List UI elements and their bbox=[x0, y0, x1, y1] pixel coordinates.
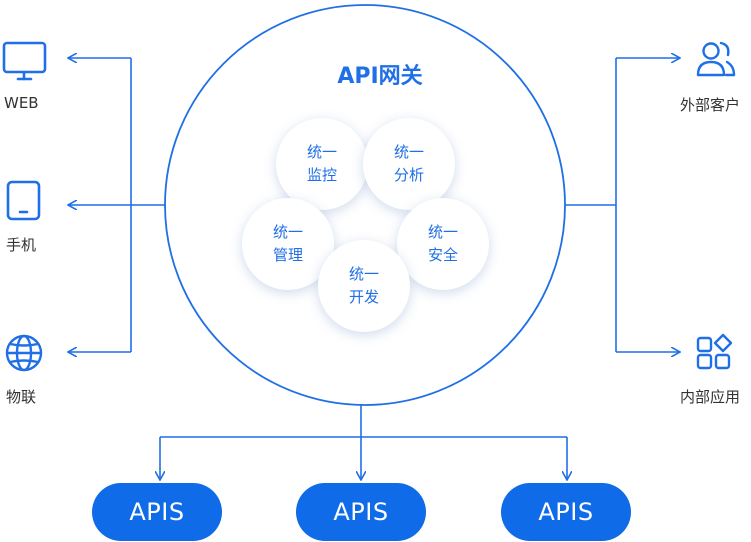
phone-icon bbox=[6, 180, 41, 221]
capability-analysis: 统一 分析 bbox=[363, 118, 455, 210]
capability-security: 统一 安全 bbox=[397, 198, 489, 290]
capability-line1: 统一 bbox=[272, 223, 303, 241]
capability-line2: 开发 bbox=[348, 288, 379, 306]
client-label-mobile: 手机 bbox=[6, 236, 37, 254]
capability-line2: 管理 bbox=[272, 246, 303, 264]
backend-apis-pill: APIS bbox=[92, 483, 222, 541]
capability-line2: 监控 bbox=[306, 166, 337, 184]
client-label-web: WEB bbox=[4, 94, 39, 112]
backend-apis-pill: APIS bbox=[296, 483, 426, 541]
capability-line2: 分析 bbox=[393, 166, 424, 184]
capability-line1: 统一 bbox=[348, 265, 379, 283]
bottom-connectors bbox=[160, 405, 567, 480]
apps-grid-icon bbox=[696, 333, 733, 370]
capability-development: 统一 开发 bbox=[318, 240, 410, 332]
client-label-external: 外部客户 bbox=[680, 96, 741, 114]
backend-apis-pill: APIS bbox=[501, 483, 631, 541]
client-label-internal: 内部应用 bbox=[680, 388, 741, 406]
capability-line2: 安全 bbox=[427, 246, 458, 264]
capability-line1: 统一 bbox=[306, 143, 337, 161]
monitor-icon bbox=[2, 41, 47, 81]
capability-management: 统一 管理 bbox=[242, 198, 334, 290]
client-label-iot: 物联 bbox=[6, 388, 37, 406]
capability-line1: 统一 bbox=[427, 223, 458, 241]
capability-monitoring: 统一 监控 bbox=[276, 118, 368, 210]
gateway-title: API网关 bbox=[337, 64, 423, 89]
left-connectors bbox=[68, 58, 165, 352]
globe-icon bbox=[5, 334, 43, 372]
right-connectors bbox=[565, 58, 680, 352]
capability-line1: 统一 bbox=[393, 143, 424, 161]
users-icon bbox=[696, 41, 736, 77]
